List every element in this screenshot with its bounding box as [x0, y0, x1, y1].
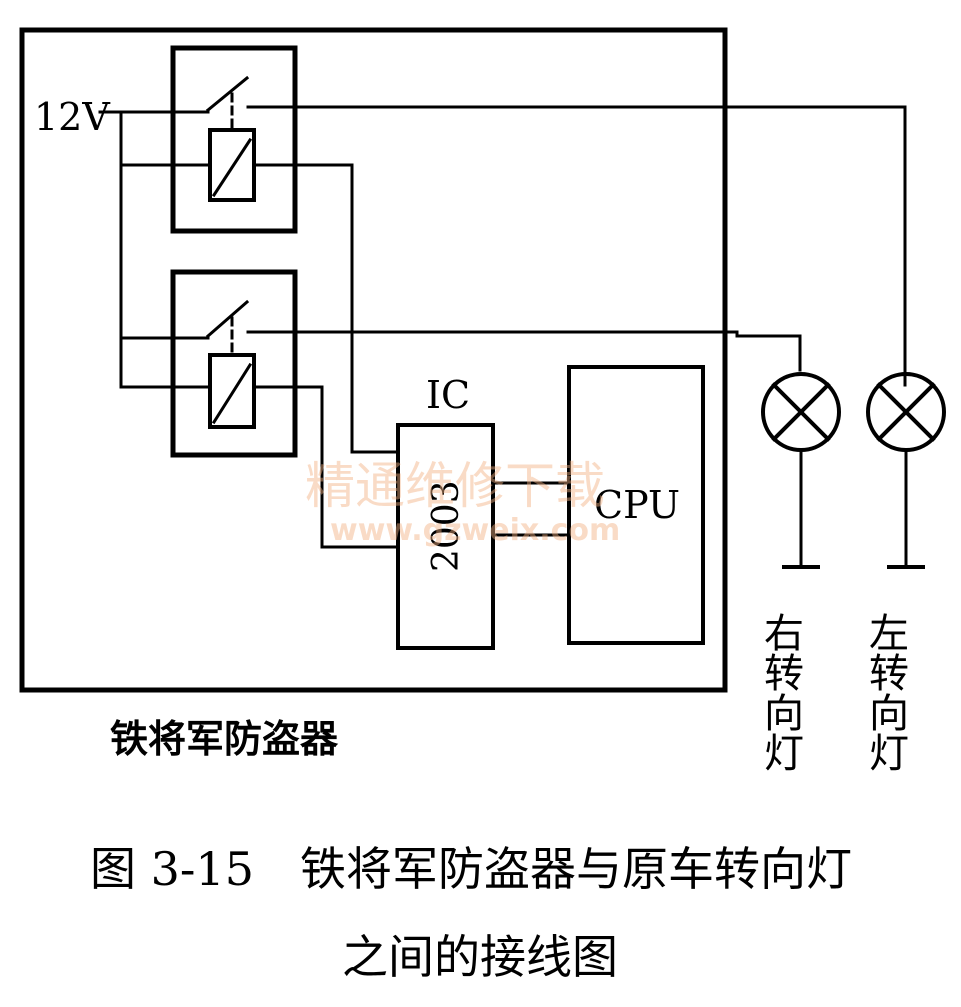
supply-bus	[98, 110, 212, 389]
cpu-label: CPU	[594, 483, 680, 527]
ic-cpu-links	[491, 481, 571, 537]
caption-line-1: 图 3-15 铁将军防盗器与原车转向灯	[90, 842, 852, 896]
ic-label: IC	[426, 373, 470, 417]
watermark-url: www.gzweix.com	[330, 513, 620, 548]
caption-line-2: 之间的接线图	[342, 930, 618, 984]
watermark-name: 精通维修下载	[305, 457, 605, 515]
right-lamp-label: 右转向灯	[757, 612, 803, 772]
relay-2-switch	[205, 299, 250, 339]
right-turn-lamp	[761, 372, 841, 569]
watermark: 精通维修下载 www.gzweix.com	[305, 457, 620, 548]
lamp-feed-wires	[246, 105, 907, 387]
left-turn-lamp	[866, 372, 946, 569]
supply-label: 12V	[34, 95, 110, 139]
relay-1-switch	[205, 75, 250, 113]
relay-2-coil	[208, 353, 256, 429]
cpu-block	[567, 365, 705, 645]
device-label: 铁将军防盗器	[110, 716, 339, 761]
left-lamp-label: 左转向灯	[862, 612, 908, 772]
relay-1	[170, 45, 298, 234]
ic-chip-label: 2003	[426, 480, 467, 572]
relay-2	[170, 269, 298, 458]
coil-control-wires	[252, 163, 400, 549]
anti-theft-enclosure	[19, 27, 728, 693]
